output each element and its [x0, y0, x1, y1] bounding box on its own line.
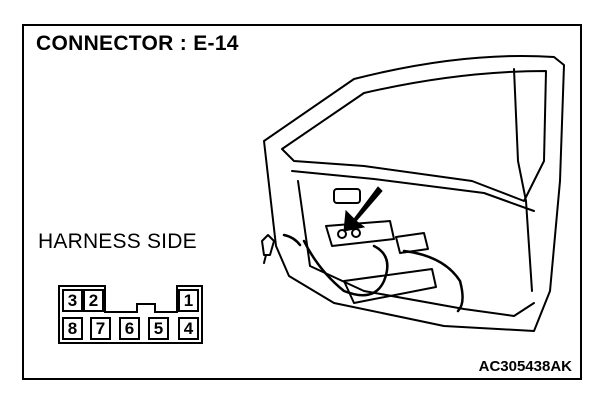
- door-pocket: [343, 268, 437, 304]
- connector-pin-layout: 3 2 1 8 7 6 5 4: [58, 285, 209, 346]
- pin-8: 8: [62, 317, 83, 340]
- wiring-harness: [302, 239, 389, 297]
- wiring-harness-branch: [402, 249, 464, 313]
- front-door-illustration: [261, 54, 565, 332]
- belt-line: [291, 170, 535, 212]
- pin-4: 4: [178, 317, 199, 340]
- window-switch-panel: [325, 220, 395, 247]
- connector-housing: [58, 285, 203, 344]
- arm-rest-switch: [395, 232, 429, 254]
- diagram-frame: CONNECTOR : E-14 HARNESS SIDE: [22, 24, 582, 380]
- connector-outline: [58, 285, 203, 344]
- harness-side-label: HARNESS SIDE: [38, 230, 197, 253]
- pin-3: 3: [62, 289, 83, 312]
- switch-knob-left: [337, 229, 347, 239]
- pin-7: 7: [90, 317, 111, 340]
- pillar-line: [513, 68, 533, 292]
- window-frame: [281, 70, 547, 202]
- switch-knob-right: [351, 228, 361, 238]
- door-outer-outline: [263, 54, 565, 332]
- figure-code: AC305438AK: [478, 358, 572, 375]
- harness-connector-plug: [261, 234, 275, 256]
- door-trim-line: [297, 180, 535, 317]
- pin-6: 6: [119, 317, 140, 340]
- pointer-arrow: [343, 186, 383, 232]
- pin-2: 2: [83, 289, 104, 312]
- pin-1: 1: [178, 289, 199, 312]
- pin-5: 5: [148, 317, 169, 340]
- connector-title: CONNECTOR : E-14: [36, 32, 239, 55]
- door-handle-recess: [333, 188, 361, 204]
